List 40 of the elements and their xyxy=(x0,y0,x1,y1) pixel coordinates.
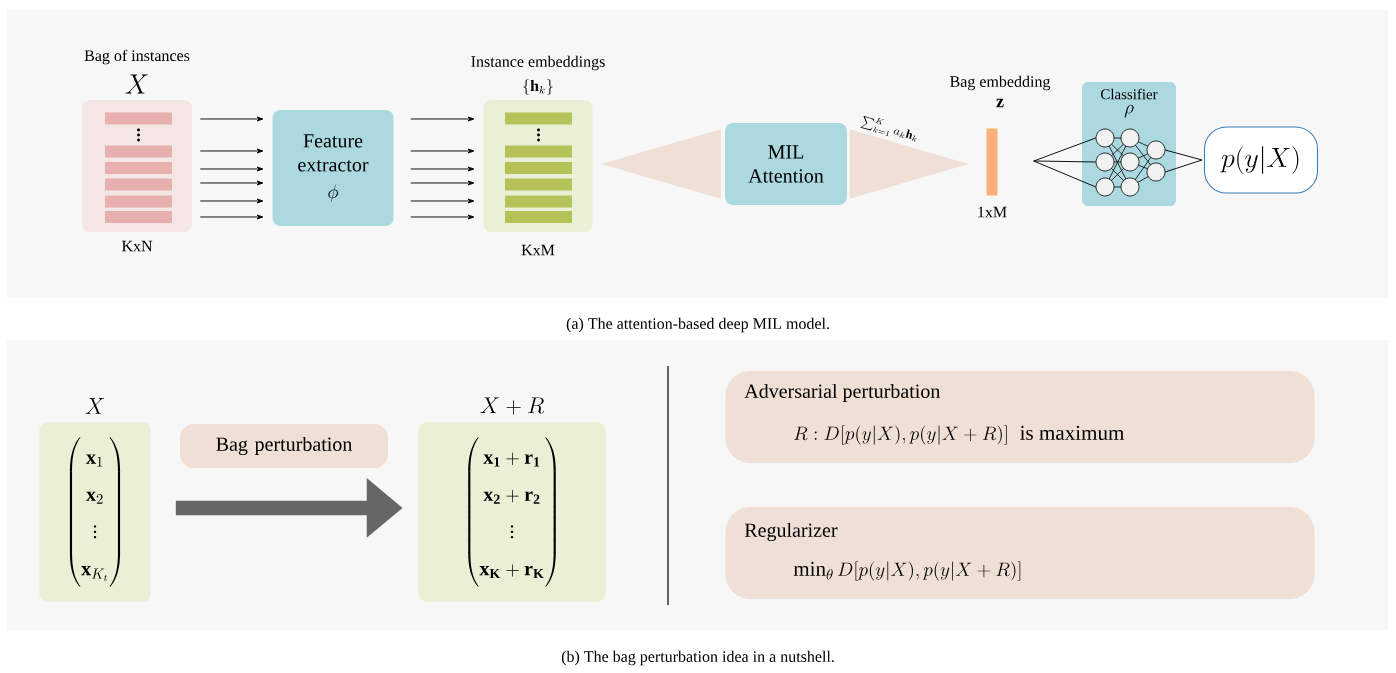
variable-label: $X$ xyxy=(85,398,105,414)
heading-text: Bag embedding xyxy=(950,75,1051,91)
connector-line xyxy=(1033,137,1097,162)
variable-label: $X$ xyxy=(125,74,148,94)
arrow xyxy=(410,214,475,220)
arrow xyxy=(199,214,264,220)
output-box: $p(y|X)$ xyxy=(1203,126,1319,194)
size-label: KxM xyxy=(521,244,555,256)
variable-label: $X+R$ xyxy=(480,397,545,415)
arrow xyxy=(199,198,264,204)
process-box: MIL Attention xyxy=(725,123,847,205)
caption-text: (a) The attention-based deep MIL model. xyxy=(566,317,829,333)
funnel-triangle xyxy=(601,129,721,199)
size-label: KxN xyxy=(121,240,153,252)
arrow xyxy=(410,116,475,122)
text-box: Regularizer $\min_\theta D[p(y|X),p(y|X+R)]$ xyxy=(725,507,1315,599)
arrow xyxy=(199,116,264,122)
arrow xyxy=(199,148,264,154)
heading-text: Instance embeddings xyxy=(471,55,605,71)
matrix-box: $\begin{pmatrix}\mathbf{x_1}+\mathbf{r_1}\\ \mathbf{x_2}+\mathbf{r_2}\\ \vdots\\ \mathbf{x_K}+\mathbf{r_K}\end{pmatrix}$ xyxy=(418,422,606,602)
arrow xyxy=(410,166,475,172)
connector-line xyxy=(1164,159,1203,173)
arrow xyxy=(199,166,264,172)
formula-label: $\sum_{k=1}^{K} a_k\mathbf{h}_k$ xyxy=(860,116,917,142)
arrow xyxy=(410,180,475,186)
size-label: 1xM xyxy=(978,206,1007,218)
label-box: Bag perturbation xyxy=(180,424,388,468)
connector-line xyxy=(1033,160,1097,163)
caption-text: (b) The bag perturbation idea in a nutshell. xyxy=(561,650,834,666)
arrow xyxy=(199,180,264,186)
matrix-box: $\begin{pmatrix}\mathbf{x}_1\\ \mathbf{x}_2\\ \vdots\\ \mathbf{x}_{K_t}\end{pmatrix}$ xyxy=(39,422,151,602)
process-box: Feature extractor $\phi$ xyxy=(272,110,394,226)
arrow xyxy=(410,198,475,204)
heading-text: Bag of instances xyxy=(84,49,190,65)
connector-line xyxy=(1033,160,1097,188)
variable-label: $\{\mathbf{h}_k\}$ xyxy=(523,79,553,95)
arrow xyxy=(410,148,475,154)
connector-line xyxy=(1164,149,1203,161)
variable-label: $\mathbf{z}$ xyxy=(996,98,1004,108)
text-box: Adversarial perturbation $R: D[p(y|X),p(y|X+R)]\;\;\mbox{is maximum}$ xyxy=(725,371,1315,463)
